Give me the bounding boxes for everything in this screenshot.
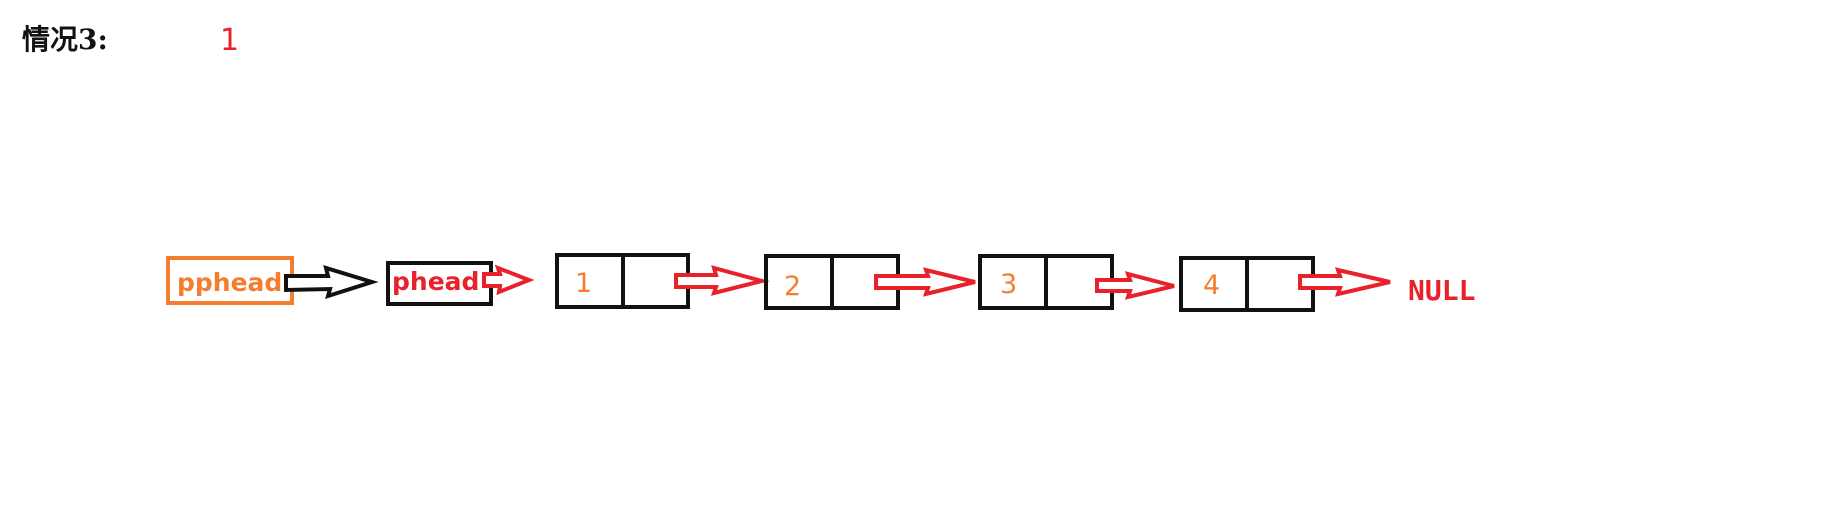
pphead-to-phead-arrow [284, 265, 379, 300]
null-terminator: NULL [1408, 274, 1475, 307]
phead-box: phead [386, 261, 493, 306]
node-value: 3 [1000, 269, 1017, 300]
node4-to-null-arrow [1298, 267, 1391, 297]
node-value: 2 [784, 271, 801, 302]
pphead-box: pphead [166, 256, 294, 305]
node1-to-node2-arrow [674, 265, 770, 296]
case-title: 情况3: [22, 23, 108, 56]
list-node: 3 [978, 254, 1114, 310]
list-node: 4 [1179, 256, 1315, 312]
list-node: 1 [555, 253, 690, 309]
node-value: 4 [1203, 270, 1220, 301]
node3-to-node4-arrow [1095, 271, 1175, 300]
case-number: 1 [220, 23, 239, 58]
node2-to-node3-arrow [874, 267, 976, 297]
node-value: 1 [575, 268, 592, 299]
pphead-label: pphead [177, 268, 282, 297]
phead-to-node1-arrow [482, 264, 535, 296]
phead-label: phead [392, 267, 479, 296]
